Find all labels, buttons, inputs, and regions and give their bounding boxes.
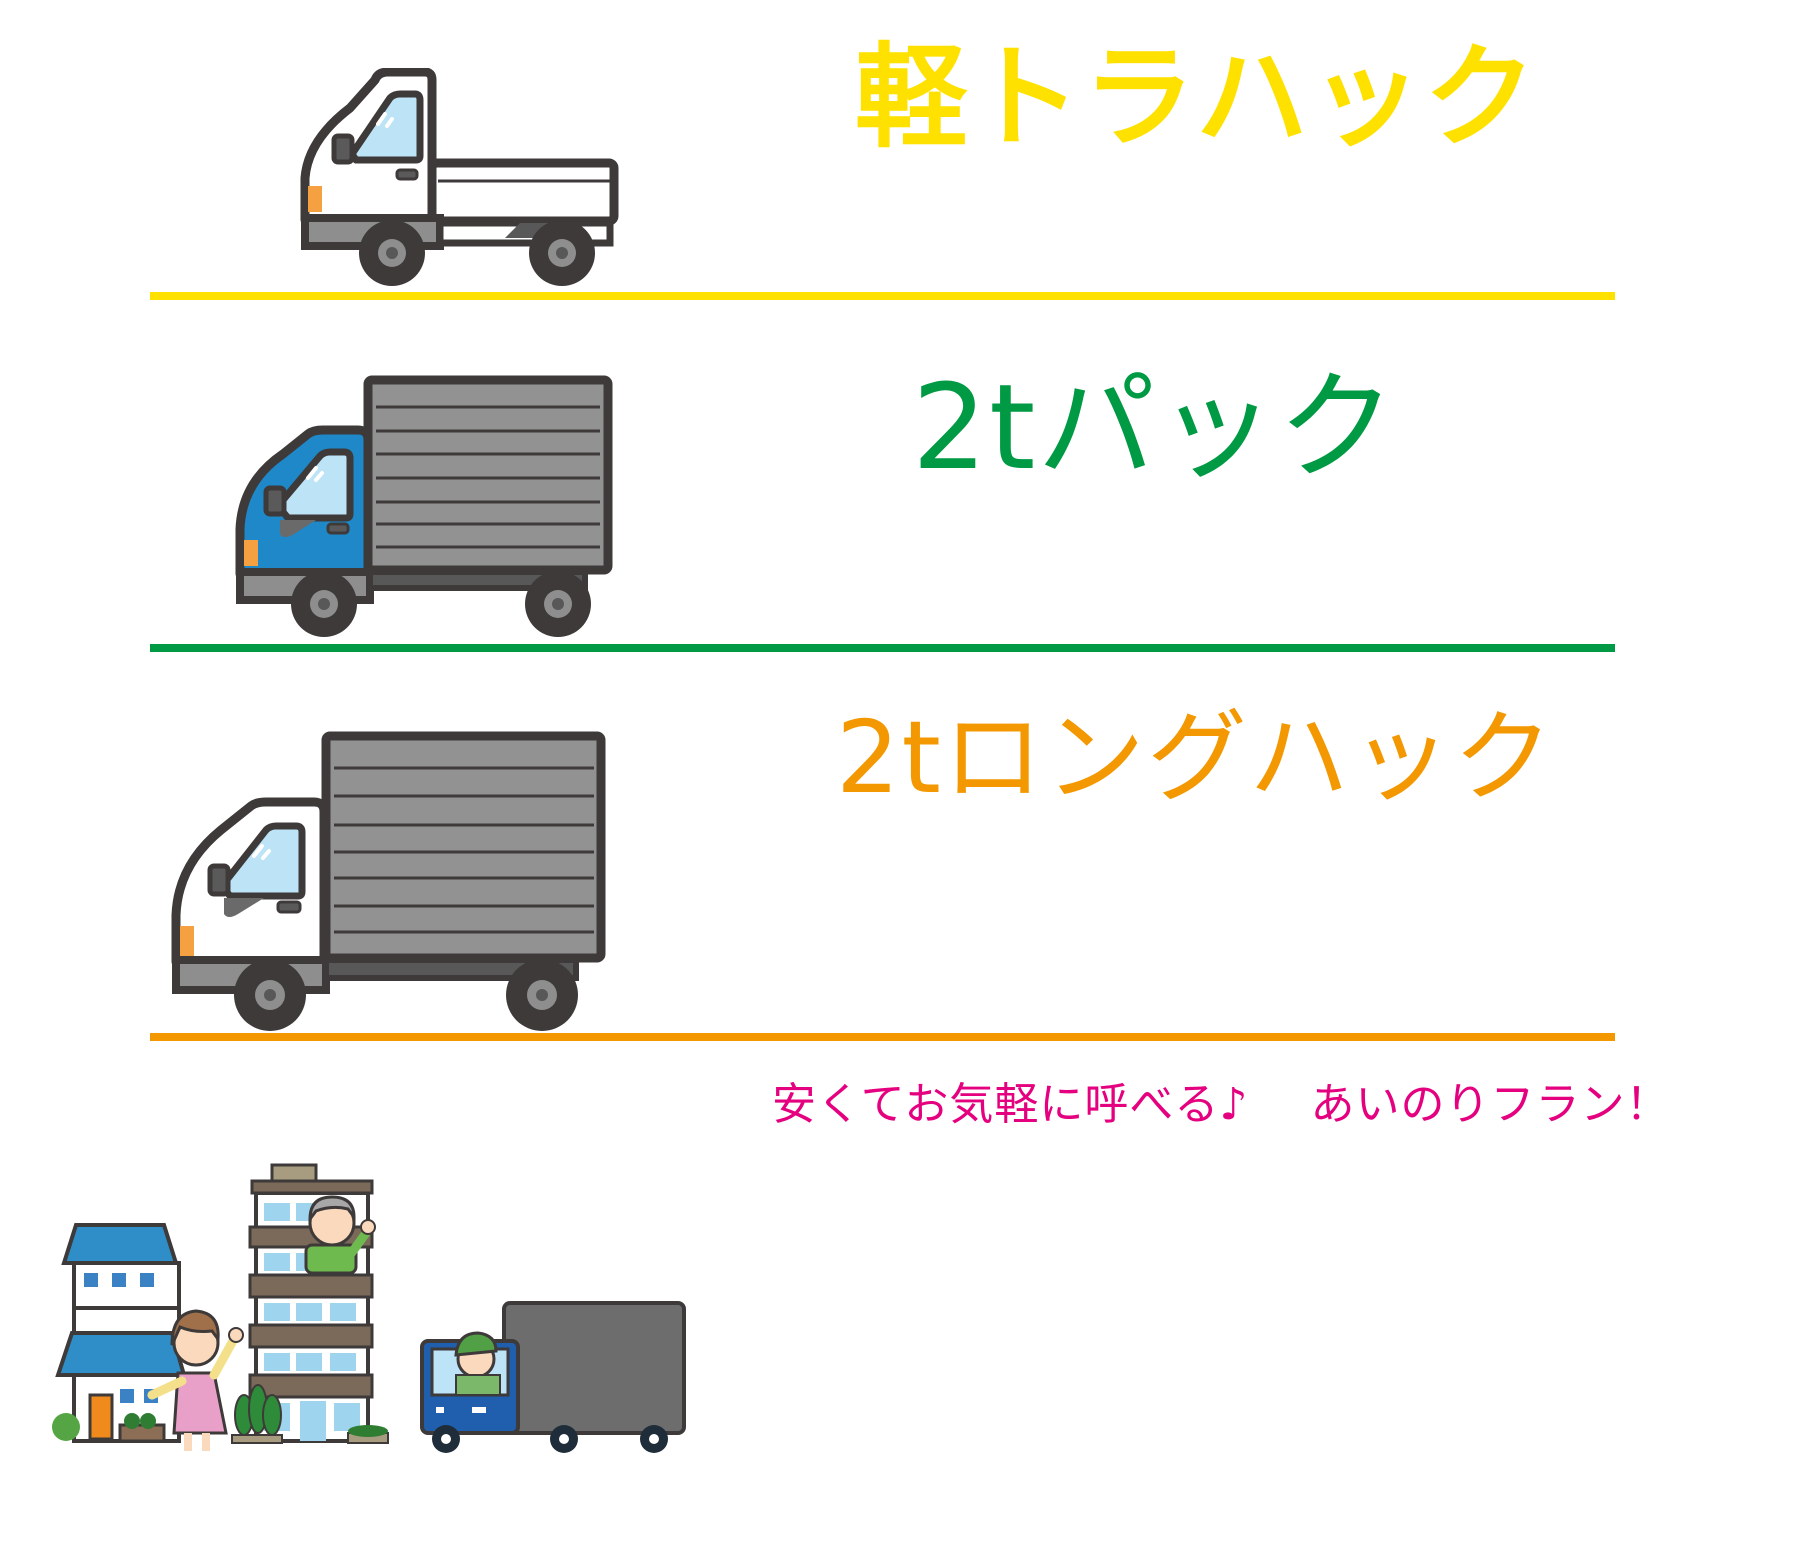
plan-title-kei-truck: 軽トラハック	[855, 33, 1538, 163]
divider-kei-truck	[150, 292, 1615, 300]
2t-truck-illustration	[228, 374, 618, 644]
box-truck-white-icon	[171, 731, 606, 1031]
divider-2t	[150, 644, 1615, 652]
kei-truck-illustration	[290, 68, 620, 290]
tagline: 安くてお気軽に呼べる♪ あいのりフラン！	[772, 1068, 1670, 1132]
woman-waving-icon	[147, 1309, 244, 1451]
tagline-part2: あいのりフラン！	[1310, 1079, 1671, 1130]
apartment-building-icon	[231, 1163, 389, 1444]
tagline-part1: 安くてお気軽に呼べる♪	[772, 1079, 1249, 1130]
2t-long-truck-illustration	[166, 730, 616, 1035]
plan-title-2t-long: 2tロングハック	[836, 699, 1555, 816]
moving-scene-illustration	[44, 1163, 704, 1463]
divider-2t-long	[150, 1033, 1615, 1041]
moving-scene-icon	[52, 1163, 686, 1453]
delivery-truck-icon	[420, 1301, 686, 1453]
house-icon	[52, 1223, 187, 1443]
box-truck-blue-icon	[235, 375, 613, 637]
kei-truck-icon	[300, 68, 619, 286]
plan-title-2t: 2tパック	[912, 358, 1398, 496]
elderly-man-waving-icon	[304, 1195, 376, 1275]
